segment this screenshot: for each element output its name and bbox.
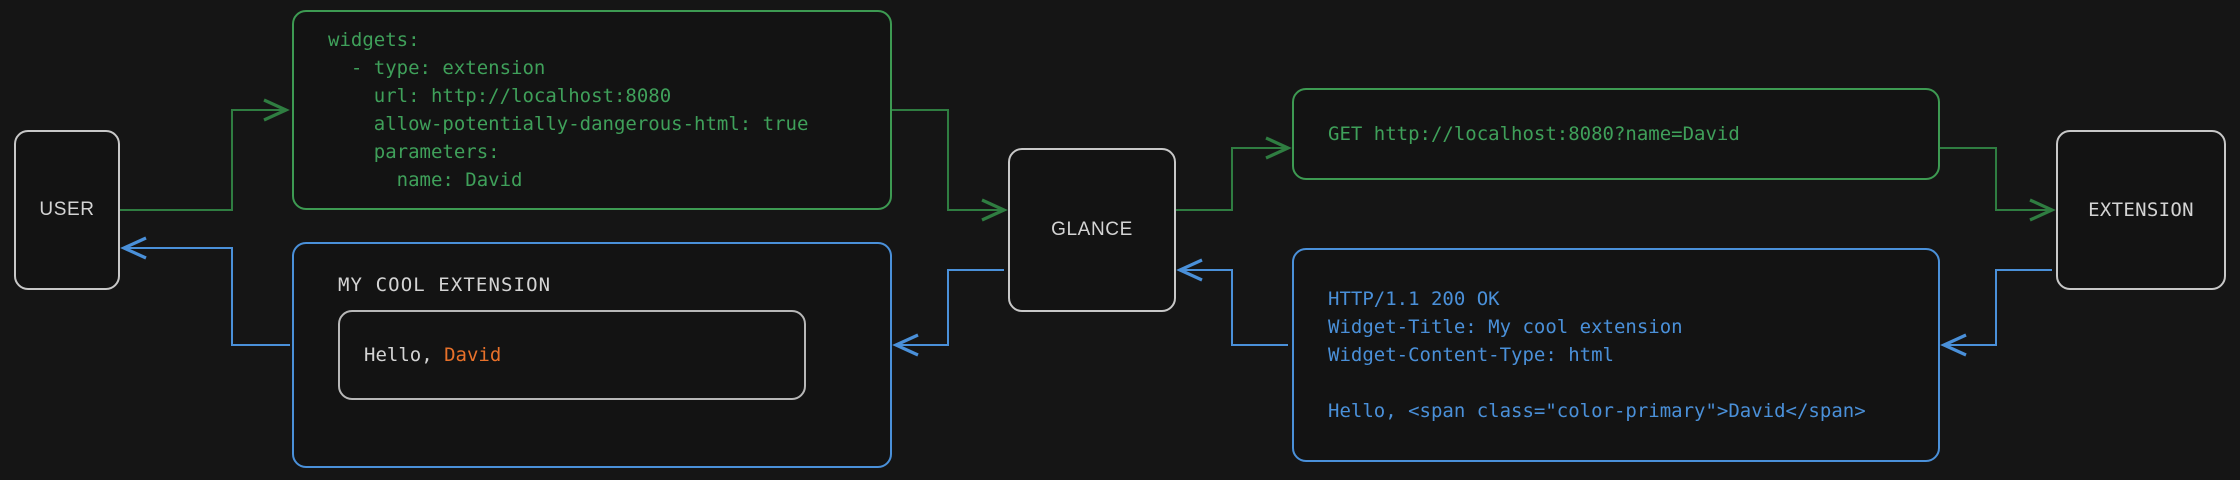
edge-response-to-glance (1176, 258, 1288, 346)
node-extension-label: EXTENSION (2088, 199, 2194, 221)
widget-greeting-name: David (444, 344, 502, 366)
rendered-widget-box: MY COOL EXTENSION Hello, David (292, 242, 892, 468)
node-glance-label: GLANCE (1051, 219, 1133, 240)
node-user[interactable]: USER (14, 130, 120, 290)
node-user-label: USER (39, 199, 95, 220)
config-yaml-box: widgets: - type: extension url: http://l… (292, 10, 892, 210)
edge-user-to-config (120, 98, 290, 211)
edge-config-to-glance (892, 109, 1008, 222)
edge-widget-to-user (120, 236, 290, 346)
config-yaml-code: widgets: - type: extension url: http://l… (328, 29, 809, 191)
edge-glance-to-widget (892, 269, 1004, 357)
node-extension[interactable]: EXTENSION (2056, 130, 2226, 290)
widget-title: MY COOL EXTENSION (338, 274, 552, 296)
http-request-box: GET http://localhost:8080?name=David (1292, 88, 1940, 180)
edge-request-to-extension (1940, 147, 2056, 222)
http-response-box: HTTP/1.1 200 OK Widget-Title: My cool ex… (1292, 248, 1940, 462)
edge-glance-to-request (1176, 136, 1292, 211)
http-response-code: HTTP/1.1 200 OK Widget-Title: My cool ex… (1328, 288, 1866, 422)
widget-greeting-prefix: Hello, (364, 344, 445, 366)
edge-extension-to-response (1940, 269, 2052, 357)
node-glance[interactable]: GLANCE (1008, 148, 1176, 312)
http-request-code: GET http://localhost:8080?name=David (1328, 123, 1740, 145)
widget-body: Hello, David (338, 310, 806, 400)
